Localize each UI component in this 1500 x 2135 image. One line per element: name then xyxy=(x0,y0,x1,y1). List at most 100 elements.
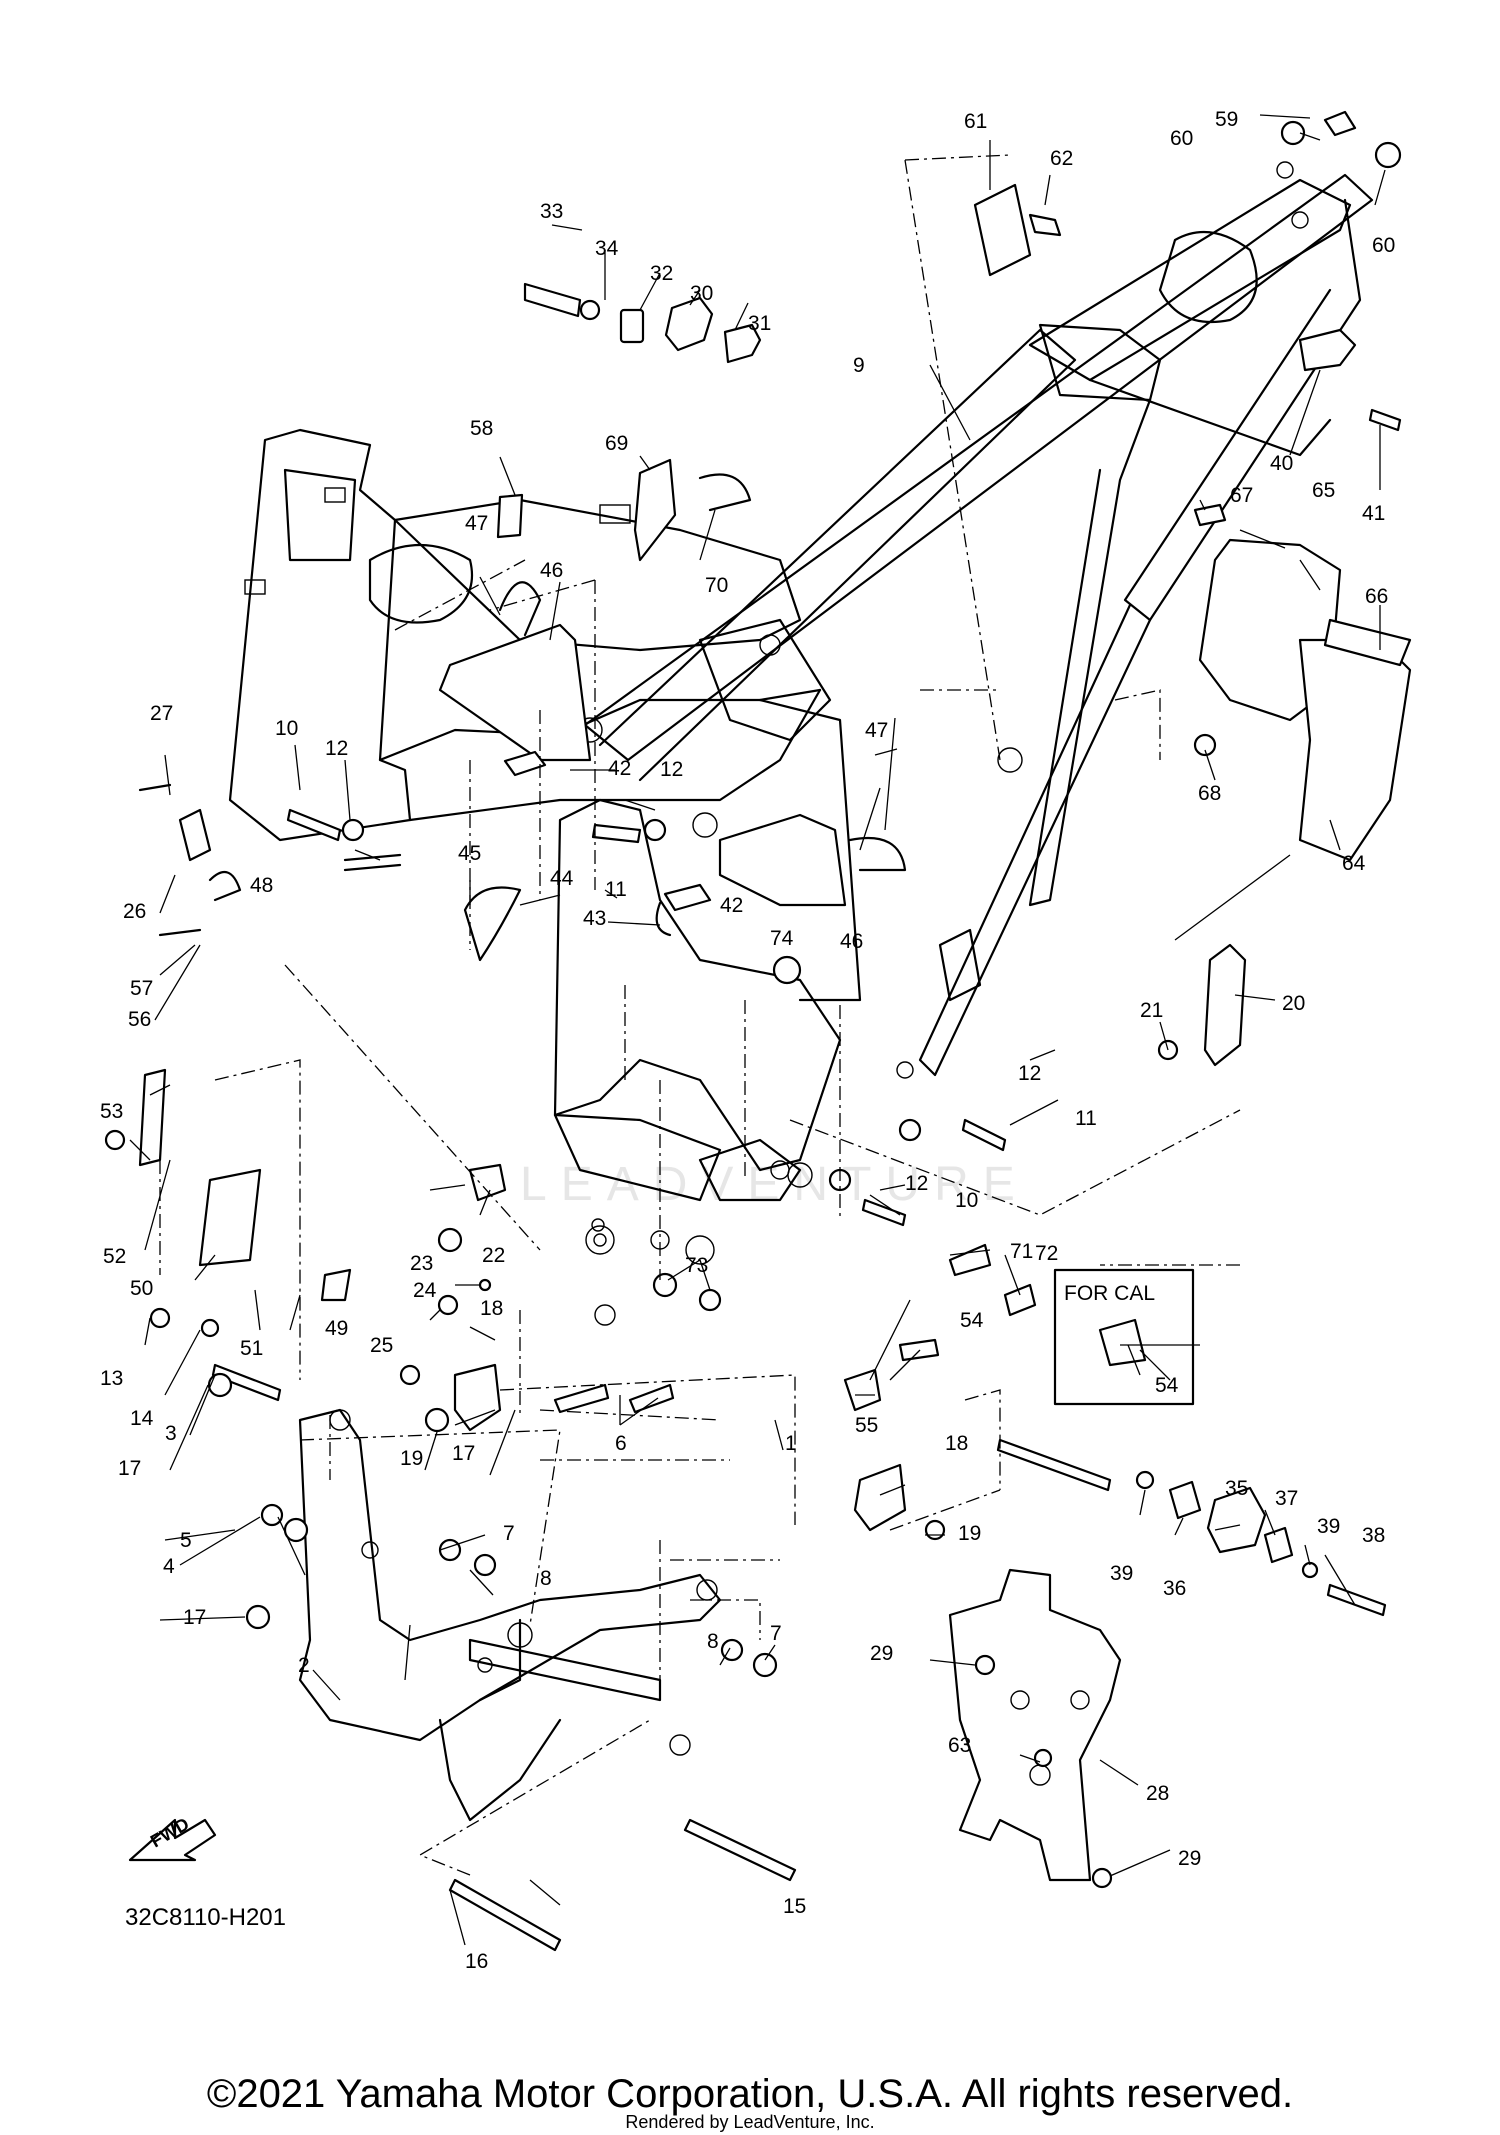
callout-1[interactable]: 1 xyxy=(785,1432,797,1455)
leader-lines xyxy=(129,114,1386,1946)
callout-44[interactable]: 44 xyxy=(550,867,574,890)
callout-6[interactable]: 6 xyxy=(615,1432,627,1455)
callout-45[interactable]: 45 xyxy=(458,842,481,865)
callout-42b[interactable]: 42 xyxy=(720,894,743,917)
callout-35[interactable]: 35 xyxy=(1225,1477,1248,1500)
callout-50[interactable]: 50 xyxy=(130,1277,153,1300)
callout-12d[interactable]: 12 xyxy=(905,1172,928,1195)
callout-39b[interactable]: 39 xyxy=(1317,1515,1340,1538)
callout-69[interactable]: 69 xyxy=(605,432,628,455)
callout-29a[interactable]: 29 xyxy=(870,1642,893,1665)
callout-59[interactable]: 59 xyxy=(1215,108,1238,131)
callout-8b[interactable]: 8 xyxy=(707,1630,719,1653)
rear-bracket[interactable] xyxy=(948,1568,1122,1882)
callout-39a[interactable]: 39 xyxy=(1110,1562,1133,1585)
callout-7a[interactable]: 7 xyxy=(503,1522,515,1545)
callout-47a[interactable]: 47 xyxy=(465,512,488,535)
callout-11a[interactable]: 11 xyxy=(605,878,627,901)
callout-25[interactable]: 25 xyxy=(370,1334,393,1357)
callout-8a[interactable]: 8 xyxy=(540,1567,552,1590)
callout-64[interactable]: 64 xyxy=(1342,852,1366,875)
callout-3[interactable]: 3 xyxy=(165,1422,177,1445)
callout-13[interactable]: 13 xyxy=(100,1367,123,1390)
callout-38[interactable]: 38 xyxy=(1362,1524,1385,1547)
callout-27[interactable]: 27 xyxy=(150,702,173,725)
copyright-notice: ©2021 Yamaha Motor Corporation, U.S.A. A… xyxy=(206,2072,1294,2116)
callout-12c[interactable]: 12 xyxy=(1018,1062,1041,1085)
callout-40[interactable]: 40 xyxy=(1270,452,1293,475)
callout-71[interactable]: 71 xyxy=(1010,1240,1033,1263)
callout-41[interactable]: 41 xyxy=(1362,502,1385,525)
callout-labels: 1 2 3 4 5 6 7 7 8 8 9 10 10 11 11 12 12 … xyxy=(100,108,1395,1973)
callout-32[interactable]: 32 xyxy=(650,262,673,285)
callout-48[interactable]: 48 xyxy=(250,874,273,897)
callout-20[interactable]: 20 xyxy=(1282,992,1305,1015)
callout-10b[interactable]: 10 xyxy=(955,1189,978,1212)
callout-68[interactable]: 68 xyxy=(1198,782,1221,805)
callout-60b[interactable]: 60 xyxy=(1372,234,1395,257)
callout-47b[interactable]: 47 xyxy=(865,719,888,742)
callout-10a[interactable]: 10 xyxy=(275,717,298,740)
callout-24[interactable]: 24 xyxy=(413,1279,437,1302)
callout-52[interactable]: 52 xyxy=(103,1245,126,1268)
callout-62[interactable]: 62 xyxy=(1050,147,1073,170)
callout-63[interactable]: 63 xyxy=(948,1734,971,1757)
callout-49[interactable]: 49 xyxy=(325,1317,348,1340)
callout-11b[interactable]: 11 xyxy=(1075,1107,1097,1130)
callout-54b[interactable]: 54 xyxy=(1155,1374,1179,1397)
callout-22[interactable]: 22 xyxy=(482,1244,505,1267)
callout-34[interactable]: 34 xyxy=(595,237,619,260)
callout-60a[interactable]: 60 xyxy=(1170,127,1193,150)
callout-66[interactable]: 66 xyxy=(1365,585,1388,608)
callout-53[interactable]: 53 xyxy=(100,1100,123,1123)
callout-29b[interactable]: 29 xyxy=(1178,1847,1201,1870)
callout-65[interactable]: 65 xyxy=(1312,479,1335,502)
callout-4[interactable]: 4 xyxy=(163,1555,175,1578)
engine-bracket[interactable] xyxy=(298,1408,722,1822)
callout-51[interactable]: 51 xyxy=(240,1337,263,1360)
hardware-parts[interactable] xyxy=(104,110,1412,1952)
callout-72[interactable]: 72 xyxy=(1035,1242,1058,1265)
callout-74[interactable]: 74 xyxy=(770,927,794,950)
callout-33[interactable]: 33 xyxy=(540,200,563,223)
callout-70[interactable]: 70 xyxy=(705,574,728,597)
callout-73[interactable]: 73 xyxy=(685,1254,708,1277)
callout-17b[interactable]: 17 xyxy=(452,1442,475,1465)
callout-67[interactable]: 67 xyxy=(1230,484,1253,507)
callout-14[interactable]: 14 xyxy=(130,1407,154,1430)
callout-57[interactable]: 57 xyxy=(130,977,153,1000)
callout-55[interactable]: 55 xyxy=(855,1414,878,1437)
callout-21[interactable]: 21 xyxy=(1140,999,1163,1022)
callout-56[interactable]: 56 xyxy=(128,1008,151,1031)
callout-12a[interactable]: 12 xyxy=(325,737,348,760)
callout-30[interactable]: 30 xyxy=(690,282,713,305)
callout-19a[interactable]: 19 xyxy=(400,1447,423,1470)
callout-46a[interactable]: 46 xyxy=(540,559,563,582)
callout-17a[interactable]: 17 xyxy=(118,1457,141,1480)
callout-16[interactable]: 16 xyxy=(465,1950,488,1973)
callout-26[interactable]: 26 xyxy=(123,900,146,923)
callout-36[interactable]: 36 xyxy=(1163,1577,1186,1600)
callout-43[interactable]: 43 xyxy=(583,907,606,930)
callout-28[interactable]: 28 xyxy=(1146,1782,1169,1805)
callout-23[interactable]: 23 xyxy=(410,1252,433,1275)
callout-42a[interactable]: 42 xyxy=(608,757,631,780)
callout-58[interactable]: 58 xyxy=(470,417,493,440)
rear-frame[interactable] xyxy=(577,161,1374,1079)
callout-61[interactable]: 61 xyxy=(964,110,987,133)
callout-7b[interactable]: 7 xyxy=(770,1622,782,1645)
callout-18a[interactable]: 18 xyxy=(480,1297,503,1320)
callout-9[interactable]: 9 xyxy=(853,354,865,377)
callout-37[interactable]: 37 xyxy=(1275,1487,1298,1510)
callout-19b[interactable]: 19 xyxy=(958,1522,981,1545)
callout-15[interactable]: 15 xyxy=(783,1895,806,1918)
callout-2[interactable]: 2 xyxy=(298,1654,310,1677)
callout-46b[interactable]: 46 xyxy=(840,930,863,953)
callout-5[interactable]: 5 xyxy=(180,1529,192,1552)
callout-12b[interactable]: 12 xyxy=(660,758,683,781)
callout-31[interactable]: 31 xyxy=(748,312,771,335)
callout-18b[interactable]: 18 xyxy=(945,1432,968,1455)
callout-54a[interactable]: 54 xyxy=(960,1309,984,1332)
callout-17c[interactable]: 17 xyxy=(183,1606,206,1629)
